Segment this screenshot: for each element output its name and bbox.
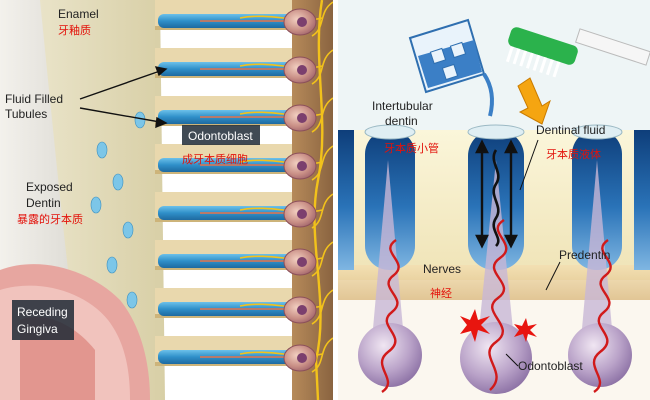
right-panel: Intertubular dentin 牙本质小管 Dentinal fluid… (338, 0, 650, 400)
svg-text:Fluid Filled: Fluid Filled (5, 92, 63, 106)
label-exposed-dentin: Exposed Dentin 暴露的牙本质 (17, 180, 83, 226)
nerve-fibers (239, 0, 334, 400)
svg-text:牙本质小管: 牙本质小管 (384, 141, 439, 155)
nerve-trunk (313, 0, 324, 400)
stimulus-arrow-icon (517, 77, 551, 125)
label-intertubular-dentin: Intertubular dentin 牙本质小管 (372, 99, 439, 155)
svg-text:牙本质液体: 牙本质液体 (546, 147, 601, 161)
svg-text:Dentinal fluid: Dentinal fluid (536, 123, 605, 137)
arrows-fluid-tubules (79, 66, 168, 129)
left-panel: Enamel 牙釉质 Fluid Filled Tubules Exposed … (0, 0, 334, 400)
svg-text:dentin: dentin (385, 114, 418, 128)
svg-text:神经: 神经 (430, 286, 452, 300)
svg-text:Nerves: Nerves (423, 262, 461, 276)
fluid-droplets (90, 111, 146, 309)
svg-text:Tubules: Tubules (5, 107, 47, 121)
label-enamel: Enamel 牙釉质 (58, 7, 99, 37)
svg-text:Exposed: Exposed (26, 180, 73, 194)
odontoblast-cells-right (358, 160, 632, 394)
toothbrush-icon (505, 27, 650, 78)
label-nerves: Nerves 神经 (423, 262, 461, 300)
pain-burst-icon (460, 309, 537, 342)
fluid-movement-arrows (475, 139, 518, 249)
svg-text:Predentin: Predentin (559, 248, 610, 262)
label-odontoblast-left: Odontoblast 成牙本质细胞 (182, 125, 260, 166)
panel-divider (333, 0, 338, 400)
svg-text:Receding: Receding (17, 305, 68, 319)
label-odontoblast-right: Odontoblast (505, 353, 583, 373)
ice-water-glass-icon (408, 18, 494, 117)
svg-text:Odontoblast: Odontoblast (518, 359, 583, 373)
label-receding-gingiva: Receding Gingiva (12, 300, 74, 340)
label-dentinal-fluid: Dentinal fluid 牙本质液体 (519, 123, 605, 191)
svg-text:Odontoblast: Odontoblast (188, 129, 253, 143)
svg-text:Gingiva: Gingiva (17, 322, 58, 336)
svg-text:Intertubular: Intertubular (372, 99, 433, 113)
svg-text:Enamel: Enamel (58, 7, 99, 21)
svg-text:Dentin: Dentin (26, 196, 61, 210)
svg-text:暴露的牙本质: 暴露的牙本质 (17, 212, 83, 226)
odontoblast-cells (200, 8, 317, 372)
label-predentin: Predentin (545, 248, 610, 291)
nerve-spirals (380, 218, 612, 393)
label-fluid-filled-tubules: Fluid Filled Tubules (5, 92, 63, 121)
svg-text:牙釉质: 牙釉质 (58, 23, 91, 37)
svg-text:成牙本质细胞: 成牙本质细胞 (182, 152, 248, 166)
